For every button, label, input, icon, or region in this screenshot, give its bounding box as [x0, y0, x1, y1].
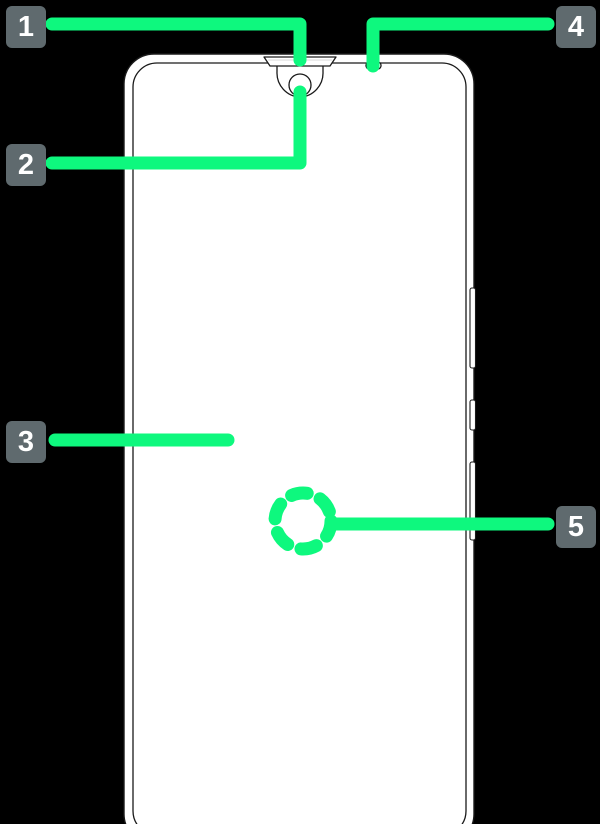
fingerprint-sensor-icon: [268, 486, 338, 556]
callout-badge-4[interactable]: 4: [556, 6, 596, 48]
callout-line-4: [366, 17, 555, 73]
callout-line-2: [45, 85, 307, 170]
volume-rocker-button[interactable]: [469, 287, 477, 369]
device-group: [123, 53, 477, 824]
callout-line-1: [45, 17, 307, 67]
power-button[interactable]: [469, 399, 477, 431]
callout-badge-5[interactable]: 5: [556, 506, 596, 548]
callout-badge-1[interactable]: 1: [6, 6, 46, 48]
callout-badge-2[interactable]: 2: [6, 144, 46, 186]
callout-badge-3[interactable]: 3: [6, 421, 46, 463]
